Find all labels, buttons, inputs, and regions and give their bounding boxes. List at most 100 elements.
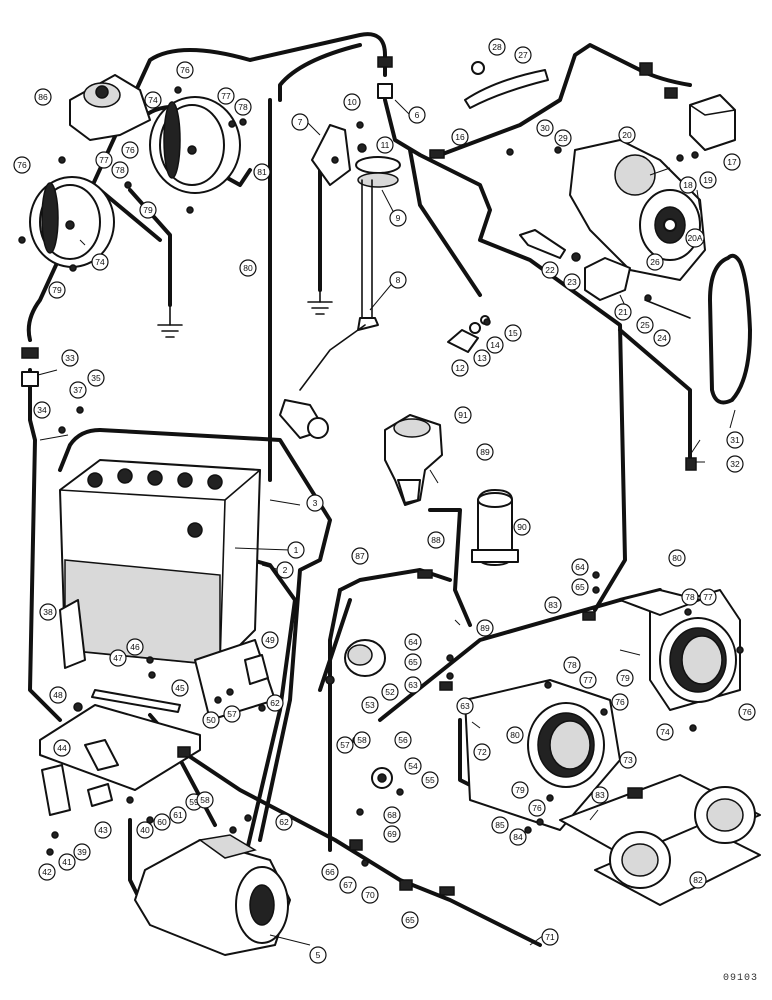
callout-87: 87 [351,547,369,565]
fan-belt [708,253,752,405]
callout-15: 15 [504,324,522,342]
callout-11: 11 [376,136,394,154]
battery [59,459,261,666]
svg-text:89: 89 [480,623,490,633]
battery-hold-down [39,599,201,791]
svg-text:38: 38 [43,607,53,617]
svg-text:78: 78 [685,592,695,602]
callout-31: 31 [726,431,744,449]
svg-text:69: 69 [387,829,397,839]
callout-35: 35 [87,369,105,387]
svg-text:62: 62 [279,817,289,827]
callout-91: 91 [454,406,472,424]
callout-40: 40 [136,821,154,839]
callout-leaders [37,99,736,946]
pressure-switch [447,315,490,353]
svg-text:17: 17 [727,157,737,167]
callout-83-b: 83 [591,786,609,804]
svg-text:41: 41 [62,857,72,867]
svg-text:48: 48 [53,690,63,700]
callout-9: 9 [389,209,407,227]
svg-text:74: 74 [660,727,670,737]
svg-text:11: 11 [381,140,390,150]
svg-text:14: 14 [490,340,500,350]
svg-text:25: 25 [640,320,650,330]
lead-tube [464,61,549,109]
callout-47: 47 [109,649,127,667]
callout-13: 13 [473,349,491,367]
callout-82: 82 [689,871,707,889]
callout-72: 72 [473,743,491,761]
svg-text:65: 65 [405,915,415,925]
svg-text:78: 78 [115,165,125,175]
svg-text:78: 78 [567,660,577,670]
svg-text:8: 8 [396,275,401,285]
callout-76: 76 [176,61,194,79]
svg-text:45: 45 [175,683,185,693]
svg-text:30: 30 [540,123,550,133]
distributor [384,414,443,506]
callout-2: 2 [276,561,294,579]
svg-text:66: 66 [325,867,335,877]
callout-57-b: 57 [336,736,354,754]
alternator-mounting [519,229,691,319]
callout-1: 1 [287,541,305,559]
callout-12: 12 [451,359,469,377]
callout-57a: 57 [223,705,241,723]
svg-text:63: 63 [460,701,470,711]
svg-text:24: 24 [657,333,667,343]
svg-text:12: 12 [455,363,465,373]
callout-30: 30 [536,119,554,137]
callout-76-f: 76 [528,799,546,817]
bracket-39 [41,764,71,816]
callout-56: 56 [394,731,412,749]
svg-text:10: 10 [347,97,357,107]
svg-text:16: 16 [455,132,465,142]
figure-id: 09103 [722,973,758,984]
svg-text:2: 2 [283,565,288,575]
svg-text:76: 76 [615,697,625,707]
svg-text:56: 56 [398,735,408,745]
callout-20: 20 [618,126,636,144]
svg-text:79: 79 [143,205,153,215]
svg-text:15: 15 [508,328,518,338]
svg-text:43: 43 [98,825,108,835]
svg-text:57: 57 [227,709,237,719]
callout-22: 22 [541,261,559,279]
svg-text:20: 20 [622,130,632,140]
callout-78-b: 78 [111,161,129,179]
callout-17: 17 [723,153,741,171]
callout-28: 28 [488,38,506,56]
callout-62-b: 62 [275,813,293,831]
svg-text:76: 76 [125,145,135,155]
svg-text:33: 33 [65,353,75,363]
svg-text:63: 63 [408,680,418,690]
callout-89: 89 [476,443,494,461]
callout-32: 32 [726,455,744,473]
callout-80-b: 80 [668,549,686,567]
ignition-coil [471,489,519,566]
svg-text:39: 39 [77,847,87,857]
callout-76-b: 76 [121,141,139,159]
alternator [569,139,706,281]
callout-54: 54 [404,757,422,775]
callout-81: 81 [253,163,271,181]
svg-text:62: 62 [270,698,280,708]
callout-53: 53 [361,696,379,714]
ignition-switch [371,767,393,789]
svg-text:23: 23 [567,277,577,287]
svg-text:79: 79 [620,673,630,683]
flood-light-top [149,96,241,194]
svg-text:27: 27 [518,50,528,60]
callout-38: 38 [39,603,57,621]
callout-65-b: 65 [571,578,589,596]
svg-text:28: 28 [492,42,502,52]
svg-text:85: 85 [495,820,505,830]
solenoid-43 [87,783,113,807]
callout-33: 33 [61,349,79,367]
svg-text:71: 71 [545,932,555,942]
callout-48: 48 [49,686,67,704]
svg-text:90: 90 [517,522,527,532]
svg-text:83: 83 [595,790,605,800]
svg-text:77: 77 [703,592,713,602]
